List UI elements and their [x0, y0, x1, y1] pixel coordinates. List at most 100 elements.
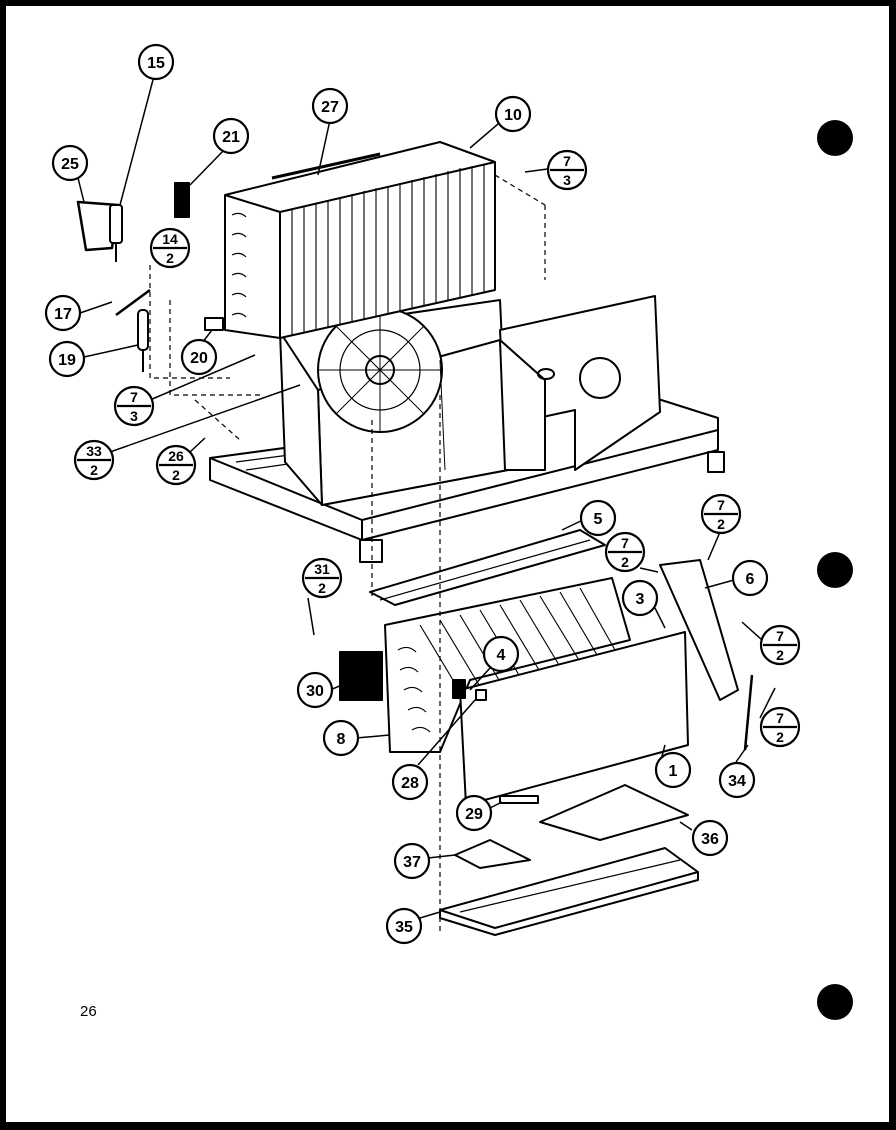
- fraction-denominator: 3: [130, 408, 138, 424]
- leader-line: [741, 621, 763, 641]
- leader-line: [419, 911, 441, 919]
- leader-line: [307, 597, 315, 636]
- leader-line: [119, 75, 155, 206]
- callout-20: 20: [180, 338, 218, 376]
- leader-line: [654, 607, 666, 629]
- callout-6: 6: [731, 559, 769, 597]
- callout-label: 3: [636, 591, 645, 608]
- binder-hole-middle: [817, 552, 853, 588]
- callout-34: 34: [718, 761, 756, 799]
- callout-30: 30: [296, 671, 334, 709]
- callout-label: 30: [306, 683, 324, 700]
- leader-line: [417, 699, 476, 766]
- fraction-numerator: 14: [162, 231, 178, 247]
- fraction-callout-7-2-b: 7 2: [604, 531, 646, 573]
- callout-label: 35: [395, 919, 413, 936]
- fraction-denominator: 2: [776, 729, 784, 745]
- fraction-callout-7-2-d: 7 2: [759, 706, 801, 748]
- leader-line: [317, 119, 331, 176]
- leader-line: [83, 344, 139, 358]
- callout-label: 21: [222, 129, 240, 146]
- condenser-coil: [224, 141, 496, 339]
- fraction-callout-7-2-c: 7 2: [759, 624, 801, 666]
- callout-27: 27: [311, 87, 349, 125]
- fraction-callout-33-2: 33 2: [73, 439, 115, 481]
- leader-line: [679, 821, 693, 831]
- callout-1: 1: [654, 751, 692, 789]
- leader-line: [704, 579, 735, 589]
- strip-29: [499, 795, 539, 804]
- leader-line: [355, 734, 391, 739]
- fraction-callout-26-2: 26 2: [155, 444, 197, 486]
- fraction-numerator: 7: [563, 153, 571, 169]
- callout-label: 37: [403, 854, 421, 871]
- callout-4: 4: [482, 635, 520, 673]
- page-border-right: [889, 0, 896, 1130]
- callout-35: 35: [385, 907, 423, 945]
- callout-label: 27: [321, 99, 339, 116]
- callout-label: 6: [746, 571, 755, 588]
- small-components: [76, 182, 224, 372]
- callout-label: 5: [594, 511, 603, 528]
- fraction-callout-14-2: 14 2: [149, 227, 191, 269]
- leader-line: [189, 437, 206, 453]
- callout-label: 29: [465, 806, 483, 823]
- page-border-bottom: [0, 1122, 896, 1130]
- leader-line: [759, 687, 776, 719]
- callout-label: 20: [190, 350, 208, 367]
- callout-label: 8: [337, 731, 346, 748]
- fraction-numerator: 33: [86, 443, 102, 459]
- front-panel: [452, 631, 689, 806]
- leader-line: [661, 744, 666, 757]
- page-number: 26: [80, 1003, 97, 1020]
- fraction-denominator: 2: [90, 462, 98, 478]
- callout-label: 1: [669, 763, 678, 780]
- align-line: [169, 300, 262, 396]
- callout-3: 3: [621, 579, 659, 617]
- callout-label: 17: [54, 306, 72, 323]
- leader-line: [189, 147, 227, 186]
- leader-line: [639, 567, 659, 573]
- fraction-numerator: 31: [314, 561, 330, 577]
- leader-line: [149, 354, 256, 401]
- callout-8: 8: [322, 719, 360, 757]
- fraction-denominator: 2: [621, 554, 629, 570]
- callout-label: 34: [728, 773, 746, 790]
- bulkhead-panel: [499, 295, 661, 471]
- callout-10: 10: [494, 95, 532, 133]
- fraction-denominator: 2: [776, 647, 784, 663]
- leader-line: [469, 123, 499, 149]
- fraction-numerator: 7: [717, 497, 725, 513]
- fraction-numerator: 26: [168, 448, 184, 464]
- insulation-36: [539, 784, 689, 841]
- fraction-callout-31-2: 31 2: [301, 557, 343, 599]
- callout-label: 25: [61, 156, 79, 173]
- callout-29: 29: [455, 794, 493, 832]
- leader-line: [79, 301, 113, 314]
- leader-line: [735, 744, 749, 763]
- insulation-37: [454, 839, 531, 869]
- fraction-callout-7-3-top: 7 3: [546, 149, 588, 191]
- callout-15: 15: [137, 43, 175, 81]
- leader-line: [489, 801, 503, 809]
- leader-line: [77, 177, 85, 203]
- leader-line: [109, 384, 301, 453]
- fraction-denominator: 2: [166, 250, 174, 266]
- fan-shroud: [279, 299, 509, 506]
- callout-label: 19: [58, 352, 76, 369]
- align-line: [494, 174, 546, 206]
- top-rail: [369, 529, 606, 606]
- callout-28: 28: [391, 763, 429, 801]
- callout-37: 37: [393, 842, 431, 880]
- callout-label: 28: [401, 775, 419, 792]
- fraction-denominator: 3: [563, 172, 571, 188]
- callout-36: 36: [691, 819, 729, 857]
- binder-hole-top: [817, 120, 853, 156]
- callout-label: 15: [147, 55, 165, 72]
- leader-line: [707, 531, 721, 561]
- align-line: [149, 265, 230, 379]
- fraction-numerator: 7: [776, 628, 784, 644]
- side-bracket: [659, 559, 754, 751]
- fraction-denominator: 2: [717, 516, 725, 532]
